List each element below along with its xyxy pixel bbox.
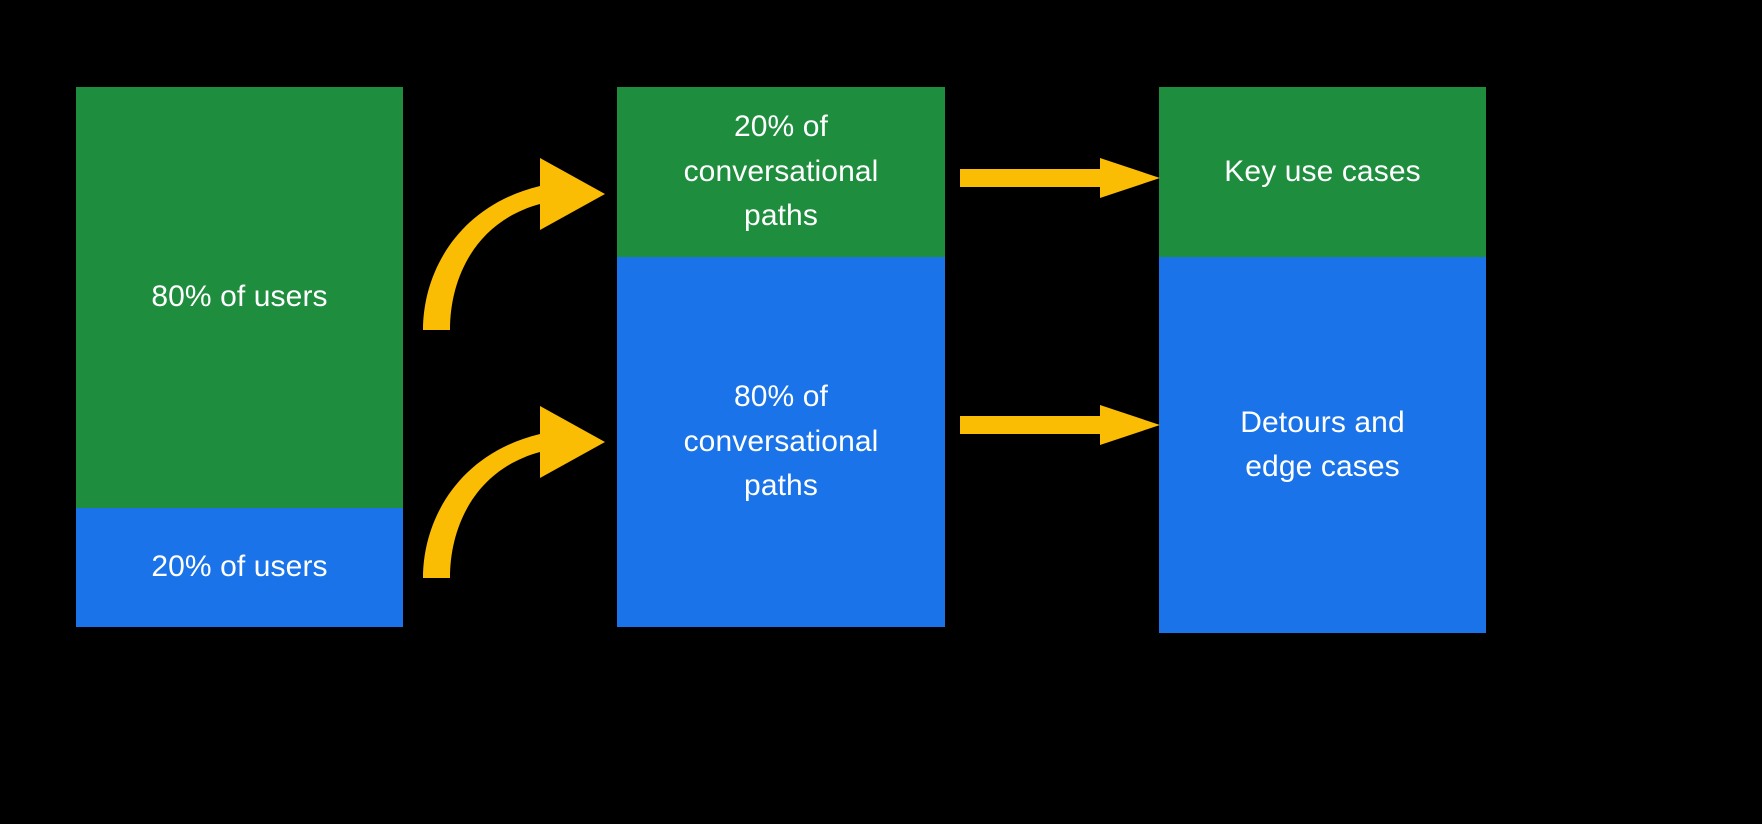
right-arrow-icon-bottom [960,405,1160,445]
use-cases-column: Key use cases Detours and edge cases [1159,87,1486,633]
right-arrow-icon-top [960,158,1160,198]
segment-paths-blue: 80% of conversational paths [617,257,945,627]
segment-label: 20% of users [151,550,328,584]
segment-label: 80% of conversational paths [683,380,879,503]
curved-arrow-icon-bottom [423,406,605,578]
segment-label: Detours and edge cases [1240,405,1405,483]
users-column: 80% of users 20% of users [76,87,403,627]
conversational-paths-column: 20% of conversational paths 80% of conve… [617,87,945,627]
segment-label: Key use cases [1224,154,1421,188]
segment-users-blue: 20% of users [76,508,403,627]
segment-users-green: 80% of users [76,87,403,508]
curved-arrow-icon-top [423,158,605,330]
segment-label: 20% of conversational paths [683,110,879,233]
segment-cases-blue: Detours and edge cases [1159,257,1486,633]
segment-cases-green: Key use cases [1159,87,1486,257]
segment-label: 80% of users [151,280,328,314]
segment-paths-green: 20% of conversational paths [617,87,945,257]
